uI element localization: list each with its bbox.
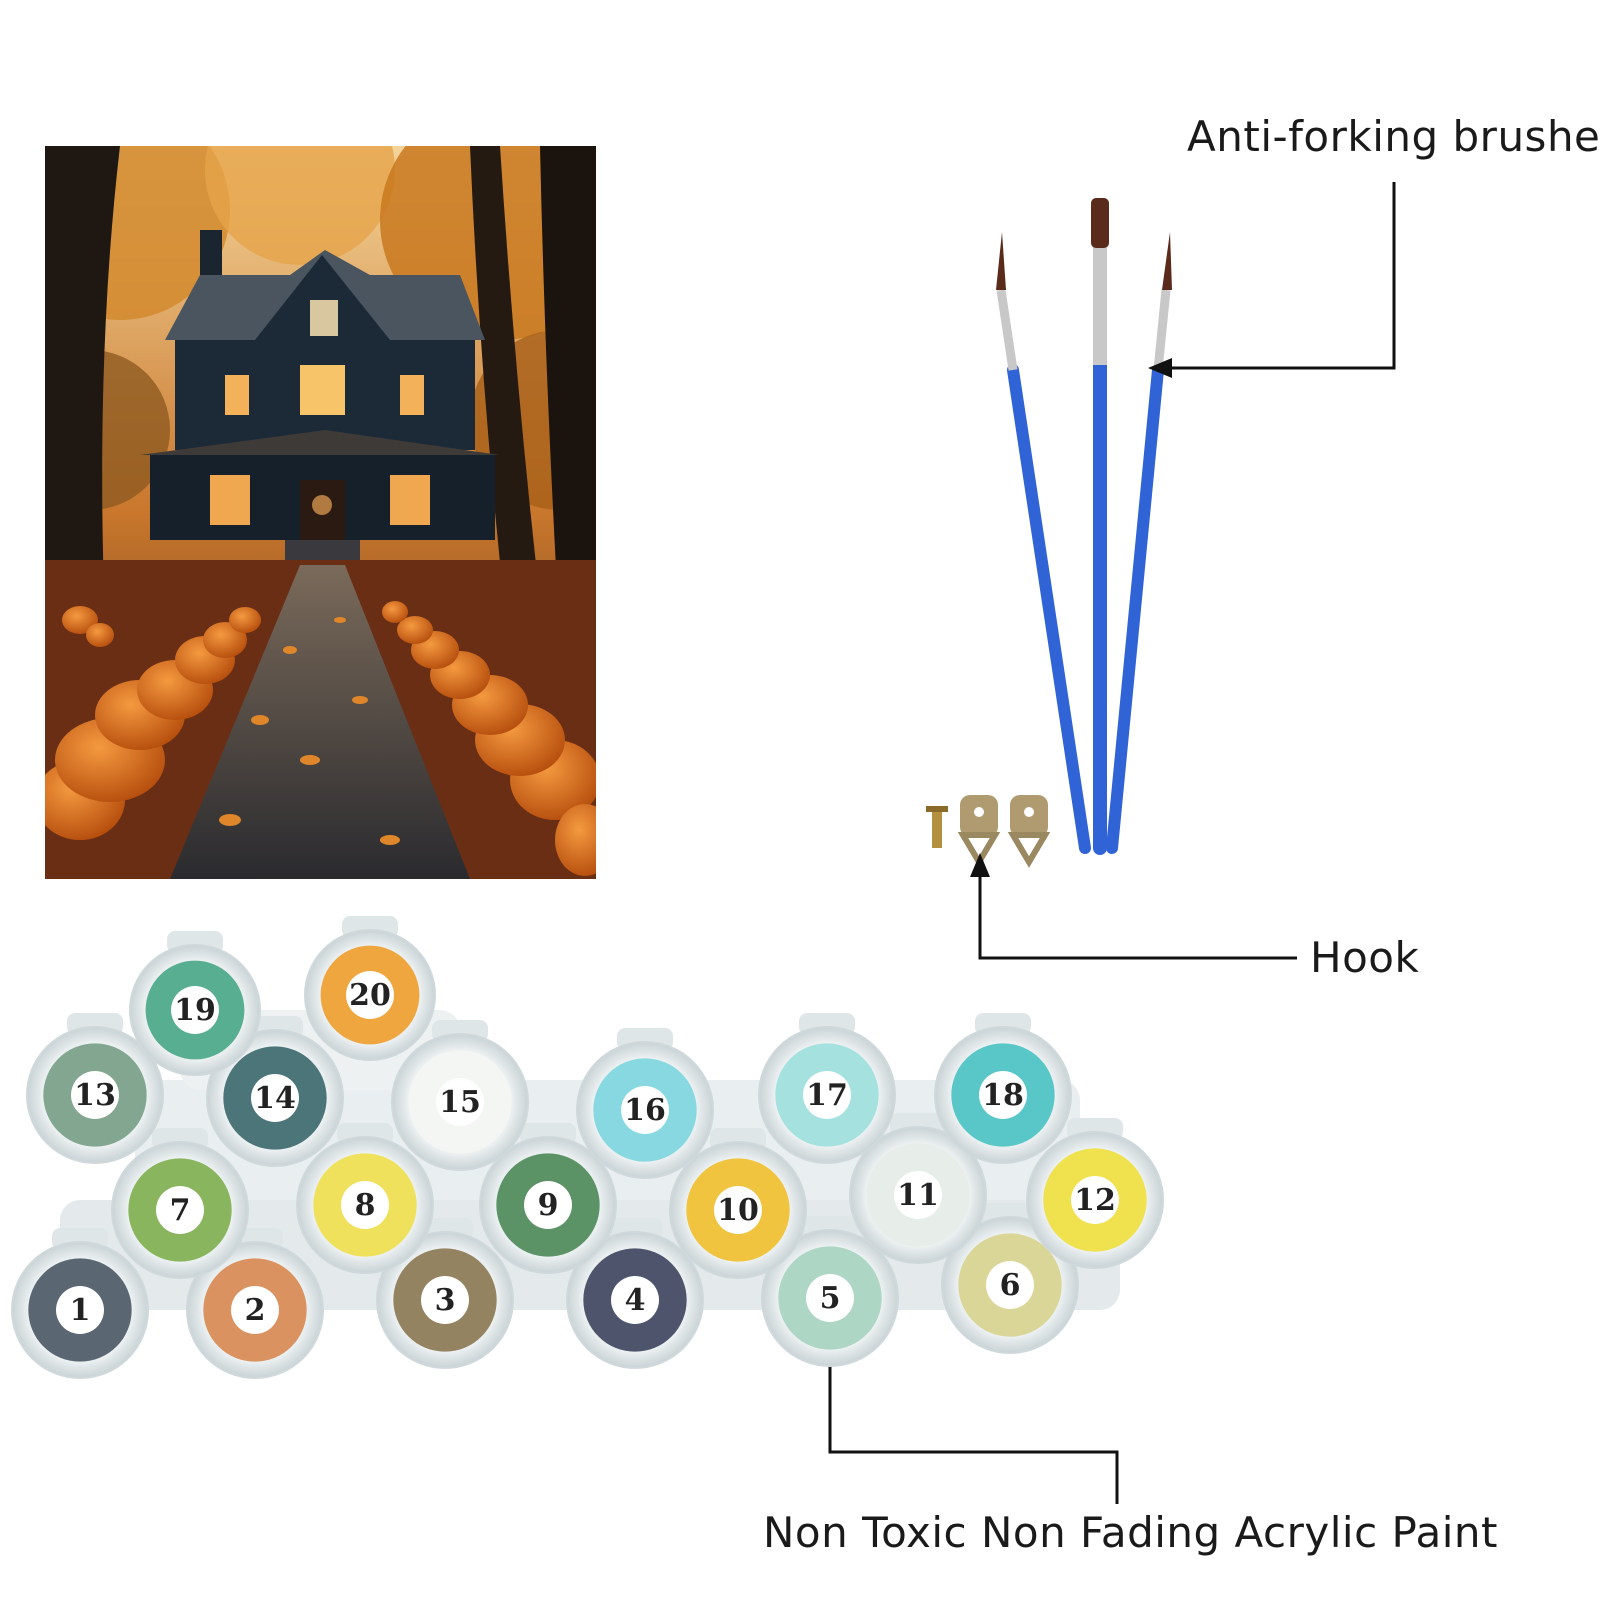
paint-pot-12: 12 — [1026, 1118, 1164, 1269]
victorian-house — [140, 230, 500, 565]
pot-number-sticker — [894, 1171, 942, 1219]
pot-number: 16 — [624, 1093, 666, 1128]
paint-pot-3: 3 — [376, 1218, 514, 1369]
screw-icon — [926, 806, 948, 848]
pot-number-sticker — [421, 1276, 469, 1324]
pot-number-sticker — [251, 1074, 299, 1122]
pot-number: 5 — [820, 1281, 841, 1316]
pot-number: 13 — [74, 1078, 116, 1113]
pot-number-sticker — [621, 1086, 669, 1134]
pot-number: 3 — [435, 1283, 456, 1318]
pot-number: 6 — [1000, 1268, 1021, 1303]
paint-pot-16: 16 — [576, 1028, 714, 1179]
pot-number-sticker — [71, 1071, 119, 1119]
pot-number-sticker — [803, 1071, 851, 1119]
round-brush-right — [1106, 232, 1172, 854]
paint-pot-1: 1 — [11, 1228, 149, 1379]
callout-lines — [828, 182, 1396, 1504]
pot-number-sticker — [1071, 1176, 1119, 1224]
sawtooth-hooks — [926, 795, 1051, 868]
halloween-house-painting — [45, 146, 596, 879]
tree-trunks — [45, 146, 596, 650]
paint-callout-line — [828, 1310, 1119, 1504]
paint-pot-14: 14 — [206, 1016, 344, 1167]
pot-number: 18 — [982, 1078, 1024, 1113]
paint-pot-4: 4 — [566, 1218, 704, 1369]
hook-label: Hook — [1310, 933, 1420, 982]
pot-number: 9 — [538, 1188, 559, 1223]
paint-pot-2: 2 — [186, 1228, 324, 1379]
paint-pot-20: 20 — [304, 916, 436, 1061]
paint-pot-18: 18 — [934, 1013, 1072, 1164]
pumpkin-rows — [45, 601, 596, 876]
paint-pot-9: 9 — [479, 1123, 617, 1274]
pot-number: 2 — [245, 1293, 266, 1328]
pot-number-sticker — [806, 1274, 854, 1322]
brush-set — [996, 198, 1172, 855]
pot-number-sticker — [346, 971, 394, 1019]
paint-pot-7: 7 — [111, 1128, 249, 1279]
pot-number-sticker — [524, 1181, 572, 1229]
pot-number-sticker — [436, 1078, 484, 1126]
paint-pot-8: 8 — [296, 1123, 434, 1274]
pot-number: 19 — [174, 993, 216, 1028]
paint-pot-17: 17 — [758, 1013, 896, 1164]
pot-number: 20 — [349, 978, 391, 1013]
pot-number: 10 — [717, 1193, 759, 1228]
paint-pot-10: 10 — [669, 1128, 807, 1279]
pot-number: 11 — [897, 1178, 939, 1213]
pot-number-sticker — [714, 1186, 762, 1234]
pot-number-sticker — [171, 986, 219, 1034]
paint-pot-19: 19 — [129, 931, 261, 1076]
paint-pot-6: 6 — [941, 1203, 1079, 1354]
pot-number: 1 — [70, 1293, 91, 1328]
hook-icon — [957, 795, 1001, 868]
round-brush-left — [996, 232, 1091, 854]
paint-pot-13: 13 — [26, 1013, 164, 1164]
paint-pot-5: 5 — [761, 1216, 899, 1367]
pot-number-sticker — [341, 1181, 389, 1229]
pot-number: 8 — [355, 1188, 376, 1223]
pot-number: 14 — [254, 1081, 296, 1116]
pot-number-sticker — [979, 1071, 1027, 1119]
pot-number: 15 — [439, 1085, 481, 1120]
pot-number: 7 — [170, 1193, 191, 1228]
pot-number: 4 — [625, 1283, 646, 1318]
brushes-callout-line — [1165, 182, 1396, 370]
pot-number-sticker — [156, 1186, 204, 1234]
arrow-up-icon — [970, 853, 990, 877]
fallen-leaves — [219, 617, 400, 845]
pot-number-sticker — [611, 1276, 659, 1324]
hook-icon — [1007, 795, 1051, 868]
hook-callout-line — [978, 870, 1297, 960]
pot-number: 12 — [1074, 1183, 1116, 1218]
pot-number-sticker — [231, 1286, 279, 1334]
pot-number-sticker — [56, 1286, 104, 1334]
pot-number: 17 — [806, 1078, 848, 1113]
paint-pot-11: 11 — [849, 1113, 987, 1264]
arrow-left-icon — [1148, 358, 1172, 378]
flat-brush-middle — [1091, 198, 1109, 855]
paint-label: Non Toxic Non Fading Acrylic Paint — [763, 1508, 1498, 1557]
paint-pot-15: 15 — [391, 1020, 529, 1171]
pot-number-sticker — [986, 1261, 1034, 1309]
brushes-label: Anti-forking brushes — [1187, 112, 1600, 161]
